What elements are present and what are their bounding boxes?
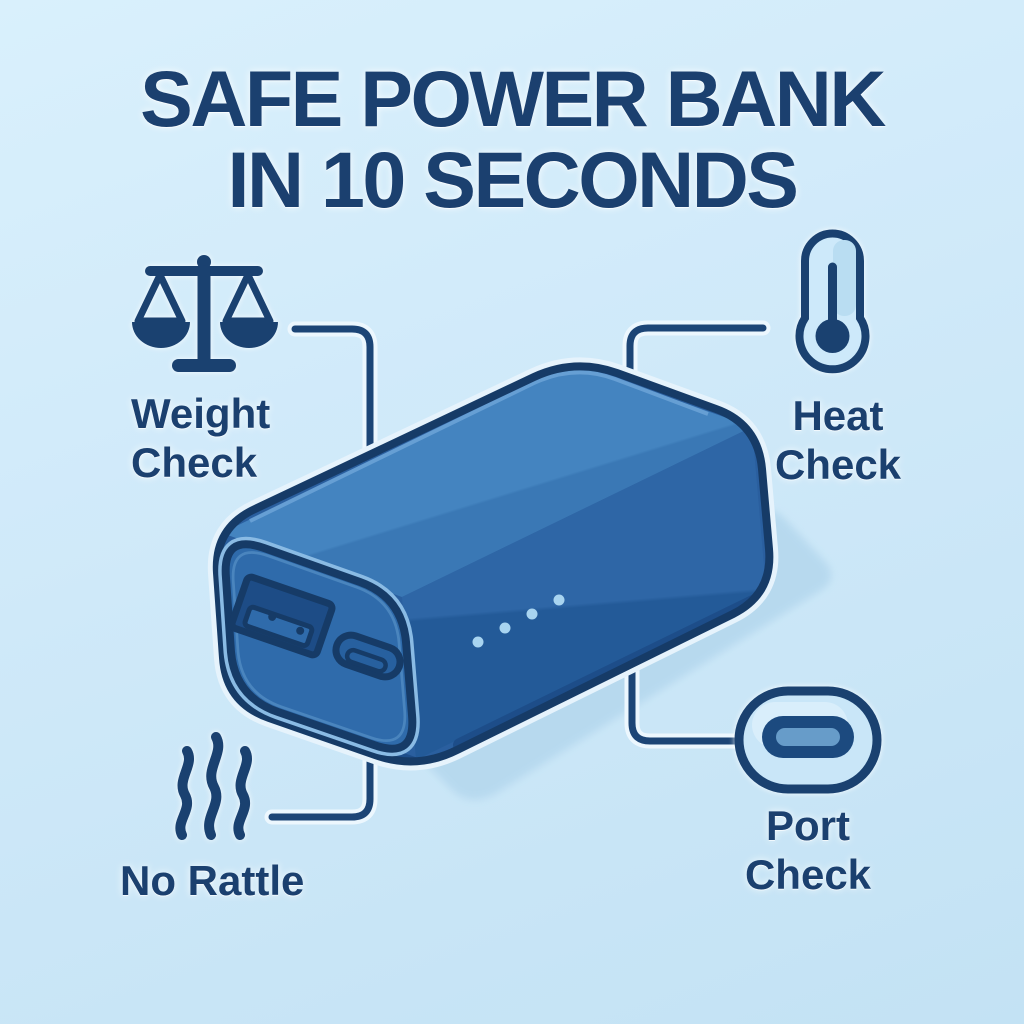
connector-port bbox=[624, 640, 744, 749]
top-face bbox=[222, 366, 752, 597]
power-bank-body bbox=[207, 357, 779, 771]
balance-scale-icon bbox=[132, 255, 278, 372]
connector-rattle bbox=[264, 727, 378, 825]
label-no-rattle: No Rattle bbox=[120, 857, 305, 904]
shake-waves-icon bbox=[175, 732, 252, 840]
label-port-check: Port Check bbox=[744, 802, 872, 898]
title-line-1: SAFE POWER BANK bbox=[140, 54, 886, 143]
thermometer-icon bbox=[795, 229, 870, 374]
label-heat-check: Heat Check bbox=[774, 392, 902, 488]
usb-c-port bbox=[332, 631, 404, 681]
title-line-2: IN 10 SECONDS bbox=[227, 135, 799, 224]
usb-a-port bbox=[228, 573, 336, 659]
led-indicators bbox=[472, 594, 565, 648]
side-face bbox=[402, 427, 766, 760]
connector-heat bbox=[622, 320, 771, 408]
usb-c-port-icon bbox=[734, 686, 882, 794]
page-title: SAFE POWER BANK IN 10 SECONDS bbox=[0, 58, 1024, 220]
label-weight-check: Weight Check bbox=[131, 390, 271, 486]
connector-weight bbox=[287, 321, 378, 486]
